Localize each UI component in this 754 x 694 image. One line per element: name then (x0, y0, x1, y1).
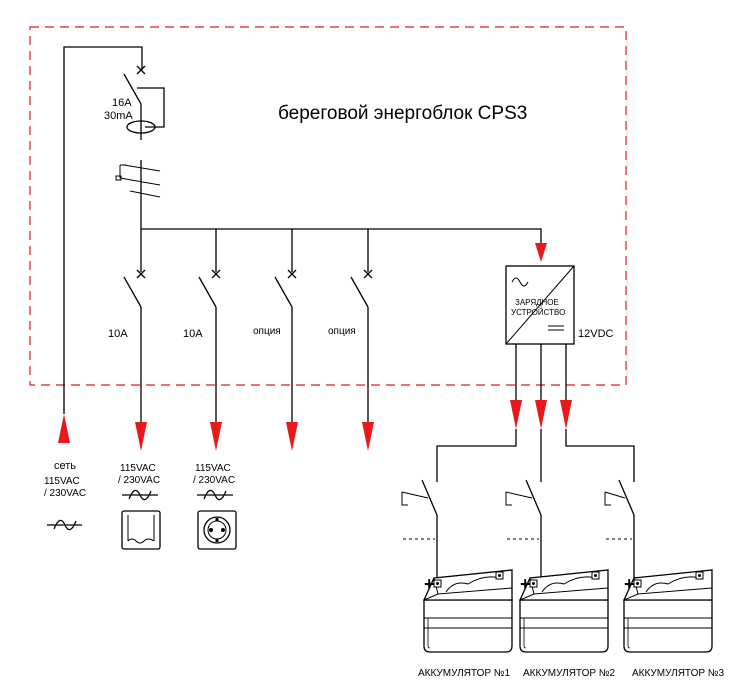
branch-breaker-1: 10A (108, 229, 147, 451)
ac-wave-icon (122, 489, 158, 501)
battery-switch-3 (604, 476, 635, 580)
branch-breaker-4: опция (328, 229, 374, 451)
battery-1-label: АККУМУЛЯТОР №1 (418, 668, 511, 679)
battery-switch-2 (505, 476, 542, 580)
outlet-2-voltage-1: 115VAC (195, 463, 231, 474)
outlet-2-voltage-2: / 230VAC (193, 475, 235, 486)
battery-1 (423, 569, 513, 653)
output-arrow-4 (362, 422, 374, 451)
battery-2 (519, 569, 609, 653)
enclosure-border (29, 26, 627, 386)
main-breaker: 16A 30mA (104, 65, 165, 140)
charger-label-line2: УСТРОЙСТВО (511, 308, 565, 317)
battery-1-plus: + (424, 574, 435, 594)
charger-feed-arrow (535, 243, 547, 262)
charger-output-label: 12VDC (578, 328, 614, 340)
mains-label: сеть (54, 460, 76, 472)
battery-charger: ЗАРЯДНОЕ УСТРОЙСТВО 12VDC (505, 265, 614, 345)
output-arrow-2 (210, 422, 222, 451)
battery-2-plus: + (520, 574, 531, 594)
branch-breaker-3-label: опция (253, 326, 281, 337)
battery-feed-wires (436, 429, 635, 476)
ac-wave-icon (47, 519, 82, 531)
branch-breaker-1-label: 10A (108, 328, 128, 340)
charger-label-line1: ЗАРЯДНОЕ (515, 298, 559, 307)
mains-feed-wire (63, 46, 143, 414)
battery-3 (623, 569, 713, 653)
surge-protector (115, 160, 161, 198)
ac-wave-icon (197, 489, 233, 501)
socket-icon (197, 510, 237, 550)
charger-output-wires (515, 344, 567, 400)
branch-breaker-2: 10A (183, 229, 222, 451)
battery-2-label: АККУМУЛЯТОР №2 (523, 668, 616, 679)
charger-output-arrow-3 (560, 400, 572, 429)
mains-voltage-2: / 230VAC (44, 488, 86, 499)
main-breaker-leakage: 30mA (104, 110, 133, 122)
output-arrow-1 (135, 422, 147, 451)
branch-breaker-4-label: опция (328, 326, 356, 337)
bus-bar (140, 198, 542, 243)
outlet-1-voltage-2: / 230VAC (118, 475, 160, 486)
battery-switch-1 (401, 476, 438, 580)
charger-output-arrow-2 (535, 400, 547, 429)
mains-input-arrow (58, 414, 70, 443)
branch-breaker-3: опция (253, 229, 298, 451)
output-arrow-3 (286, 422, 298, 451)
battery-3-plus: + (624, 574, 635, 594)
battery-3-label: АККУМУЛЯТОР №3 (632, 668, 725, 679)
heater-icon (121, 510, 161, 550)
main-breaker-rating: 16A (112, 97, 132, 109)
charger-output-arrow-1 (510, 400, 522, 429)
mains-voltage-1: 115VAC (44, 476, 80, 487)
diagram-title: береговой энергоблок CPS3 (278, 103, 527, 124)
outlet-1-voltage-1: 115VAC (120, 463, 156, 474)
branch-breaker-2-label: 10A (183, 328, 203, 340)
